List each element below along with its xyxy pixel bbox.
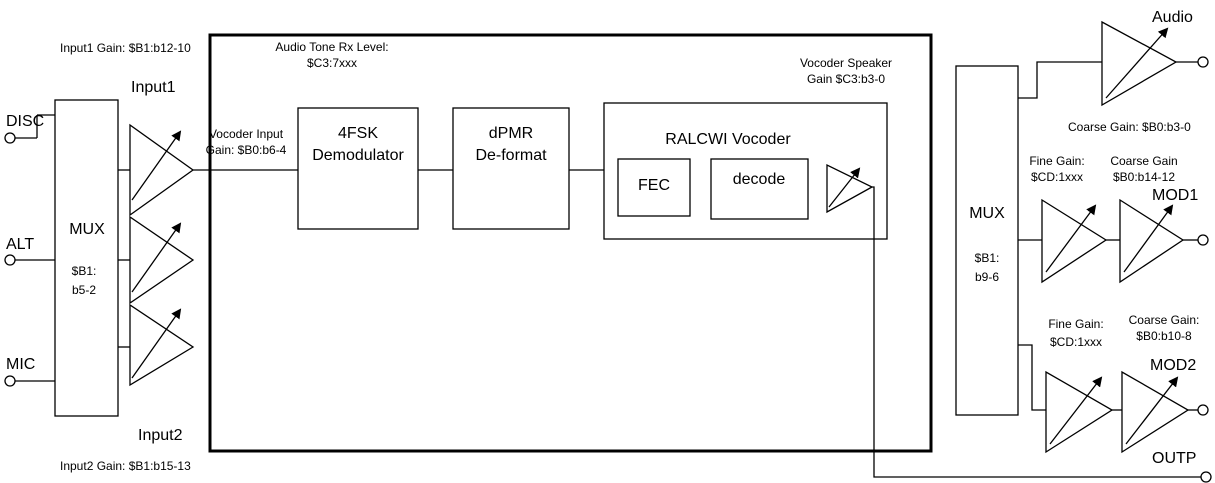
disc-label: DISC <box>6 113 44 130</box>
fine-gain-2-line1: Fine Gain: <box>1048 317 1103 331</box>
mod2-coarse-amplifier <box>1121 370 1190 454</box>
input1-amplifier <box>118 123 195 217</box>
deformat-block: dPMR De-format <box>452 107 570 230</box>
mod2-terminal <box>1197 404 1209 416</box>
speaker-gain-label-2: Gain $C3:b3-0 <box>807 72 885 86</box>
mod2-wire <box>1018 344 1046 411</box>
svg-text:$B1:: $B1: <box>72 264 97 278</box>
demodulator-block: 4FSK Demodulator <box>297 107 419 230</box>
svg-text:Demodulator: Demodulator <box>312 147 404 164</box>
mic-input: MIC <box>4 356 55 387</box>
coarse-gain-2-line2: $B0:b10-8 <box>1136 329 1192 343</box>
svg-text:b5-2: b5-2 <box>72 283 96 297</box>
disc-input: DISC <box>4 113 55 144</box>
mod1-coarse-amplifier <box>1119 198 1185 284</box>
vocoder-input-gain-2: Gain: $B0:b6-4 <box>206 143 287 157</box>
input2-amplifier <box>118 303 195 387</box>
decode-label: decode <box>733 171 786 188</box>
mod1-label: MOD1 <box>1152 187 1198 204</box>
vocoder-block: RALCWI Vocoder FEC decode <box>603 102 888 240</box>
audio-wire <box>1018 61 1102 99</box>
mod1-terminal <box>1197 234 1209 246</box>
mic-label: MIC <box>6 356 35 373</box>
outp-label: OUTP <box>1152 450 1196 467</box>
fine-gain-1-line1: Fine Gain: <box>1029 154 1084 168</box>
output-mux: MUX $B1: b9-6 <box>955 65 1019 416</box>
svg-text:4FSK: 4FSK <box>338 125 378 142</box>
audio-terminal <box>1197 56 1209 68</box>
outp-wire <box>872 186 1203 478</box>
disc-terminal <box>4 132 16 144</box>
alt-terminal <box>4 254 16 266</box>
fine-gain-1-line2: $CD:1xxx <box>1031 170 1083 184</box>
fine-gain-2-line2: $CD:1xxx <box>1050 335 1102 349</box>
processing-frame <box>208 33 933 453</box>
mod2-fine-amplifier <box>1045 370 1114 454</box>
output-mux-title: MUX <box>969 205 1005 222</box>
fec-block <box>617 158 691 217</box>
alt-input: ALT <box>4 236 55 266</box>
audio-amplifier <box>1101 20 1178 107</box>
vocoder-title: RALCWI Vocoder <box>665 131 791 148</box>
alt-label: ALT <box>6 236 34 253</box>
svg-text:$B1:: $B1: <box>975 251 1000 265</box>
coarse-gain-2-line1: Coarse Gain: <box>1129 313 1200 327</box>
audio-tone-label-1: Audio Tone Rx Level: <box>275 40 388 54</box>
input-amplifier-2 <box>118 215 195 305</box>
mic-terminal <box>4 375 16 387</box>
mod1-fine-amplifier <box>1041 198 1108 284</box>
svg-text:dPMR: dPMR <box>489 125 533 142</box>
coarse-gain-audio-label: Coarse Gain: $B0:b3-0 <box>1068 120 1191 134</box>
svg-text:b9-6: b9-6 <box>975 270 999 284</box>
audio-label: Audio <box>1152 9 1193 26</box>
fec-label: FEC <box>638 177 670 194</box>
audio-tone-label-2: $C3:7xxx <box>307 56 357 70</box>
outp-terminal <box>1200 471 1212 483</box>
input2-label: Input2 <box>138 427 183 444</box>
speaker-gain-label-1: Vocoder Speaker <box>800 56 892 70</box>
vocoder-input-gain-1: Vocoder Input <box>209 127 284 141</box>
decode-block <box>710 158 809 220</box>
input2-gain-label: Input2 Gain: $B1:b15-13 <box>60 459 191 473</box>
input1-label: Input1 <box>131 79 176 96</box>
coarse-gain-1-line1: Coarse Gain <box>1110 154 1177 168</box>
speaker-amplifier <box>826 163 874 214</box>
svg-text:De-format: De-format <box>475 147 547 164</box>
coarse-gain-1-line2: $B0:b14-12 <box>1113 170 1175 184</box>
mod2-label: MOD2 <box>1150 357 1196 374</box>
input-mux-title: MUX <box>69 221 105 238</box>
input-mux: MUX $B1: b5-2 <box>54 99 119 417</box>
input1-gain-label: Input1 Gain: $B1:b12-10 <box>60 41 191 55</box>
